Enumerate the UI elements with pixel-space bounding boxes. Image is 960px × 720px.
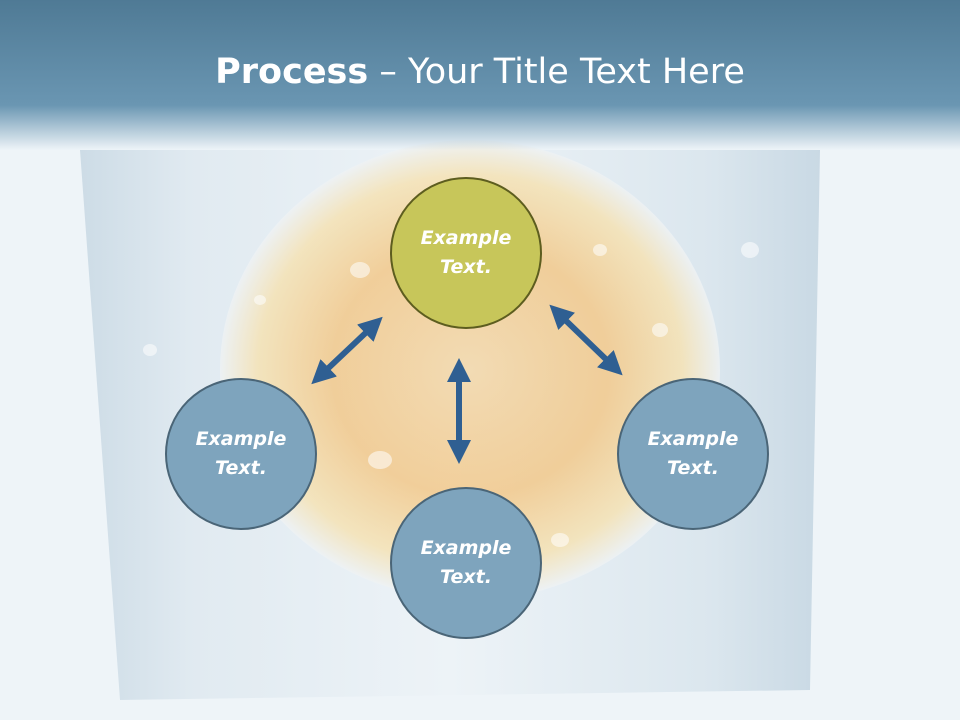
arrow-top-left	[311, 316, 383, 385]
node-bottom: Example Text.	[390, 487, 542, 639]
slide-title: Process – Your Title Text Here	[0, 52, 960, 92]
arrow-top-right	[549, 304, 623, 376]
title-bar	[0, 0, 960, 150]
node-right-label: Example Text.	[647, 428, 739, 479]
node-top-label: Example Text.	[420, 227, 512, 278]
title-rest: – Your Title Text Here	[368, 52, 745, 92]
node-left: Example Text.	[165, 378, 317, 530]
title-bold-word: Process	[215, 52, 369, 92]
node-top: Example Text.	[390, 177, 542, 329]
node-right: Example Text.	[617, 378, 769, 530]
node-left-label: Example Text.	[195, 428, 287, 479]
node-bottom-label: Example Text.	[420, 537, 512, 588]
